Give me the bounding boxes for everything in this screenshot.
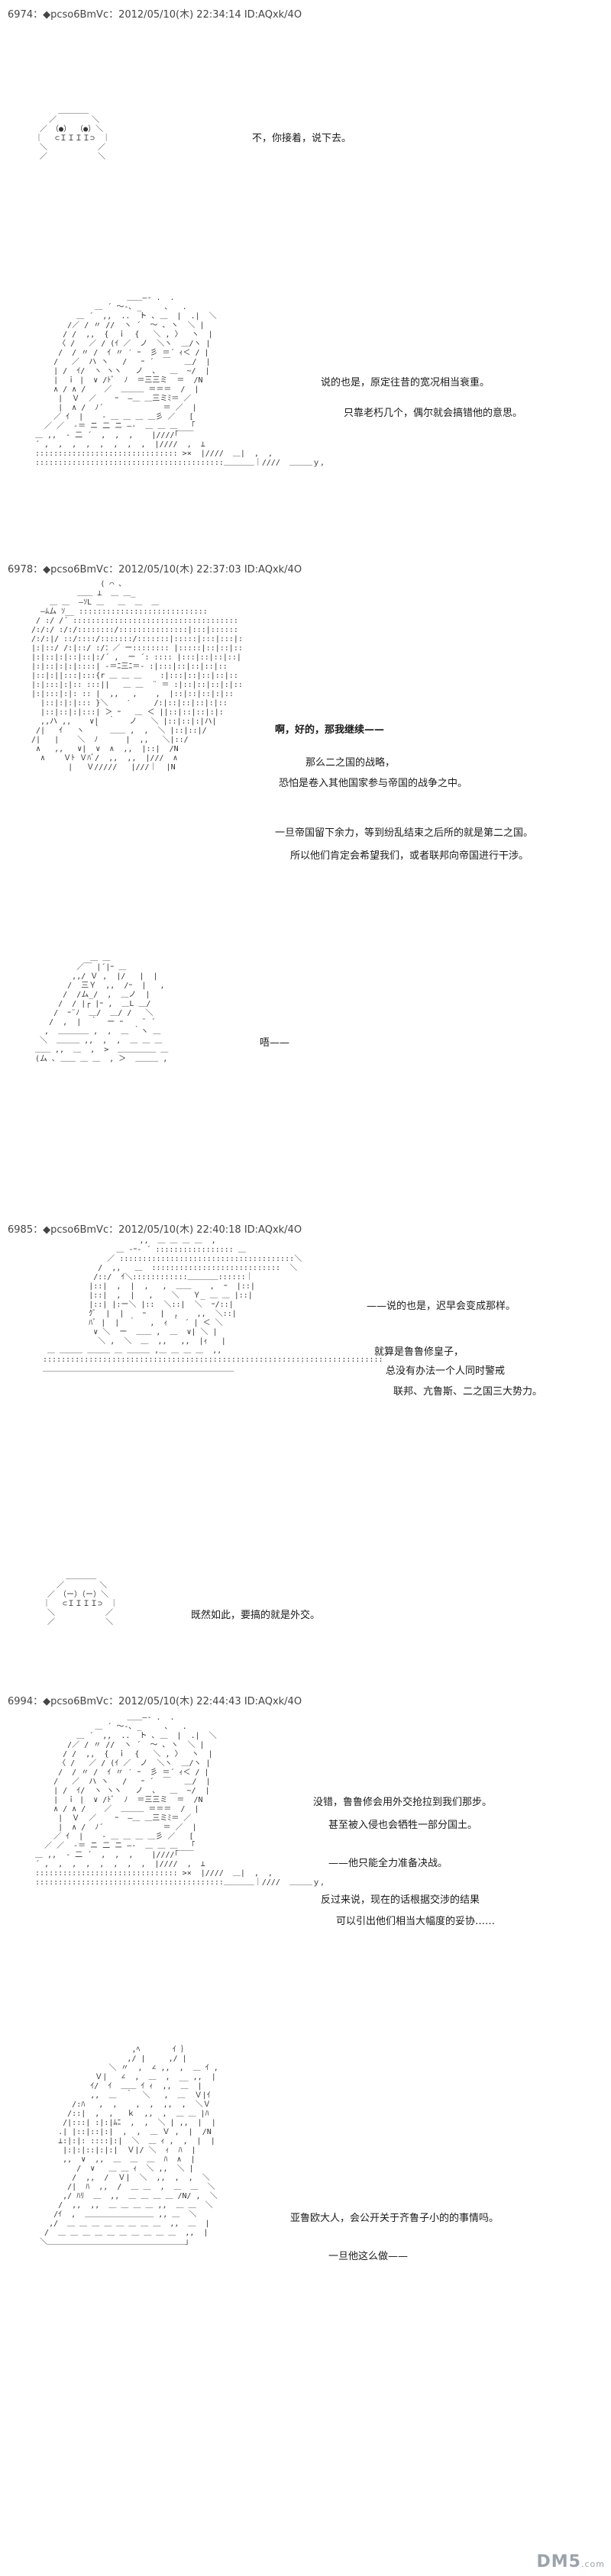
post-header: 6985：◆pcso6BmVc：2012/05/10(木) 22:40:18 I… — [8, 1224, 302, 1236]
dialogue-line: 所以他们肯定会希望我们，或者联邦向帝国进行干涉。 — [290, 850, 529, 862]
ascii-art-crowd: ( ⌒ ､ ＿＿ ⊥ ＿ ＿_ ＿ ＿ ―ｿL ＿ ＿ ＿ ＿ ―ﾑム ｿ__ … — [31, 580, 243, 772]
dialogue-line: 可以引出他们相当大幅度的妥协…… — [336, 1916, 496, 1927]
dialogue-line: 唔—— — [260, 1037, 290, 1049]
post-header: 6978：◆pcso6BmVc：2012/05/10(木) 22:37:03 I… — [8, 564, 302, 575]
dialogue-line: 就算是鲁鲁修皇子， — [374, 1346, 464, 1358]
dialogue-line: 只靠老朽几个，偶尔就会搞错他的意思。 — [344, 408, 523, 419]
ascii-art-figure: ,ﾍ ｲ ｝ ,/ | ,/ | ＼ 〃 , ∠ ,, , ＿ ｲ , Ｖ| ∠… — [40, 2046, 218, 2246]
ascii-art-knight: ,, ＿ ＿ ＿ ＿ , ＿ -ｰ‐ ´ ::::::::::::::::: ＿… — [43, 1236, 383, 1373]
ascii-art-old-man: ＿＿―‐ . . ＿ ´ ～‐､ _ ､ . ＿ ´ ,, .. ト ､ ＿ |… — [35, 1714, 325, 1887]
dialogue-line: ——说的也是，迟早会变成那样。 — [367, 1301, 516, 1312]
dialogue-line: 恐怕是卷入其他国家参与帝国的战争之中。 — [279, 778, 468, 789]
ascii-art-old-man: ＿＿―‐ . . ＿ ´ ～‐､ _ ､ . ＿ ´ ,, .. ト ､ ＿ |… — [35, 294, 325, 467]
dialogue-line: 联邦、亢鲁斯、二之国三大势力。 — [393, 1386, 543, 1398]
dialogue-line: 甚至被入侵也会牺牲一部分国土。 — [328, 1820, 478, 1831]
dialogue-line: 那么二之国的战略， — [306, 757, 396, 769]
dialogue-line: 一旦他这么做—— — [328, 2251, 409, 2262]
ascii-art-figure: ＿ ＿ ／￣ |´|ｰ ＿ ,,/ Ｖ , |/ | | / 三Ｙ ,, /ｰ … — [35, 954, 169, 1063]
post-header: 6974：◆pcso6BmVc：2012/05/10(木) 22:34:14 I… — [8, 9, 302, 21]
ascii-art-face: ＿＿＿＿ ／ ＼ ／ （ー）（ー）＼ ｜ ⊂ＩＩＩＩ⊃ ｜ ＼ ／ ／ ＼ — [43, 1572, 118, 1627]
dialogue-line: ——他只能全力准备决战。 — [328, 1858, 448, 1869]
dialogue-line: 没错，鲁鲁修会用外交抢拉到我们那步。 — [313, 1797, 493, 1808]
site-watermark-logo: DM5.com — [536, 2552, 605, 2571]
ascii-art-face: ＿＿＿＿ ／ ＼ ／ （●） （●）＼ ｜ ⊂ＩＩＩＩ⊃ ｜ ＼ ／ ／ ＼ — [35, 107, 111, 161]
dialogue-line: 反过来说，现在的话根据交涉的结果 — [321, 1894, 480, 1906]
dialogue-line: 亚鲁欧大人，会公开关于齐鲁子小的的事情吗。 — [290, 2213, 499, 2224]
dialogue-line: 说的也是，原定往昔的宽况相当衰重。 — [321, 377, 490, 388]
dialogue-line: 啊，好的，那我继续—— — [275, 724, 385, 736]
post-header: 6994：◆pcso6BmVc：2012/05/10(木) 22:44:43 I… — [8, 1696, 302, 1707]
dialogue-line: 既然如此，要搞的就是外交。 — [191, 1610, 321, 1621]
dialogue-line: 不，你接着，说下去。 — [252, 133, 352, 144]
dialogue-line: 总没有办法一个人同时警戒 — [386, 1365, 506, 1377]
dialogue-line: 一旦帝国留下余力，等到纷乱结束之后所的就是第二之国。 — [275, 827, 534, 839]
